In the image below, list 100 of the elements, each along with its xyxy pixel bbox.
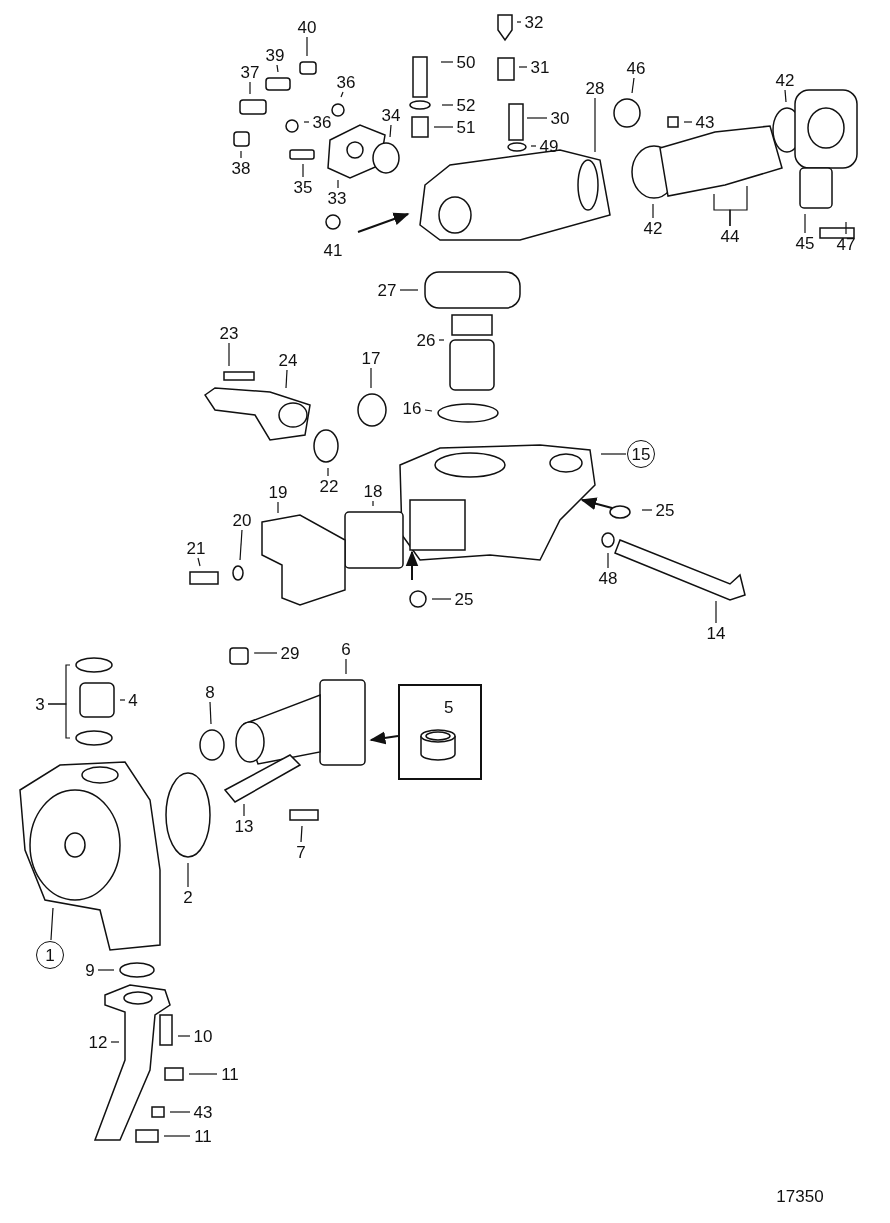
- callout-number: 18: [362, 481, 384, 501]
- callout-number: 7: [295, 842, 307, 862]
- callout-number: 41: [322, 240, 344, 260]
- leader-line: [340, 91, 344, 98]
- callout-number: 39: [264, 45, 286, 65]
- leader-line: [372, 500, 374, 507]
- leader-line: [431, 598, 452, 600]
- leader-line: [607, 552, 609, 569]
- callout-number: 52: [455, 95, 477, 115]
- callout-number: 31: [529, 57, 551, 77]
- leader-line: [276, 64, 279, 73]
- leader-line: [277, 501, 279, 514]
- callout-number: 32: [523, 12, 545, 32]
- leader-line: [399, 289, 419, 291]
- callout-number: 51: [455, 117, 477, 137]
- leader-line: [683, 121, 693, 123]
- callout-number: 45: [794, 233, 816, 253]
- leader-line: [516, 21, 522, 23]
- callout-number: 25: [453, 589, 475, 609]
- leader-line: [845, 221, 847, 235]
- callout-number: 9: [84, 960, 96, 980]
- callout-number: 24: [277, 350, 299, 370]
- callout-number: 36: [335, 72, 357, 92]
- callout-number: 4: [127, 690, 139, 710]
- callout-number: 36: [311, 112, 333, 132]
- leader-line: [530, 145, 537, 147]
- leader-line: [424, 409, 433, 412]
- callout-number: 49: [538, 136, 560, 156]
- leader-line: [187, 862, 189, 888]
- leader-line: [433, 126, 454, 128]
- callout-number: 42: [642, 218, 664, 238]
- drawing-number: 17350: [775, 1186, 825, 1206]
- callout-number: 6: [340, 639, 352, 659]
- leader-line: [327, 467, 329, 477]
- leader-line: [804, 213, 806, 234]
- leader-line: [600, 453, 627, 455]
- leader-line: [337, 179, 339, 189]
- leader-line: [285, 369, 288, 389]
- callout-number: 30: [549, 108, 571, 128]
- leader-line: [50, 907, 54, 941]
- leader-line: [715, 600, 717, 624]
- callout-number: 29: [279, 643, 301, 663]
- callout-number: 20: [231, 510, 253, 530]
- leader-line: [47, 703, 71, 739]
- callout-number: 40: [296, 17, 318, 37]
- leader-line: [518, 66, 528, 68]
- leader-line: [243, 803, 245, 817]
- callout-number: 5: [444, 698, 454, 718]
- callout-number: 11: [193, 1126, 213, 1146]
- leader-line: [594, 97, 596, 153]
- leader-line: [526, 117, 548, 119]
- callout-number: 11: [220, 1064, 240, 1084]
- callout-number: 13: [233, 816, 255, 836]
- leader-line: [239, 529, 243, 561]
- callout-number: 17: [360, 348, 382, 368]
- leader-line: [197, 557, 201, 567]
- leader-line: [652, 203, 654, 219]
- callout-number: 42: [774, 70, 796, 90]
- leader-line: [249, 81, 251, 95]
- callout-number: 33: [326, 188, 348, 208]
- callout-number: 19: [267, 482, 289, 502]
- leader-line: [119, 699, 126, 701]
- leader-line: [641, 509, 653, 511]
- callout-number: 22: [318, 476, 340, 496]
- callout-number: 25: [654, 500, 676, 520]
- callout-number: 16: [401, 398, 423, 418]
- leader-line: [188, 1073, 218, 1075]
- callout-number: 3: [34, 694, 46, 714]
- callout-number: 46: [625, 58, 647, 78]
- callout-number: 50: [455, 52, 477, 72]
- leader-line: [345, 658, 347, 675]
- callout-number: 23: [218, 323, 240, 343]
- leader-line: [306, 36, 308, 57]
- callout-number: 10: [192, 1026, 214, 1046]
- callout-number: 2: [182, 887, 194, 907]
- leader-line: [303, 121, 310, 123]
- callout-number: 34: [380, 105, 402, 125]
- callout-number: 38: [230, 158, 252, 178]
- callout-number: 47: [835, 234, 857, 254]
- callout-number: 12: [87, 1032, 109, 1052]
- leader-line: [389, 124, 392, 138]
- leader-line: [784, 89, 787, 103]
- callout-number: 21: [185, 538, 207, 558]
- inset-panel: [398, 684, 482, 780]
- callout-number: 43: [694, 112, 716, 132]
- leader-line: [729, 185, 748, 227]
- leader-line: [300, 825, 303, 843]
- leader-line: [228, 342, 230, 367]
- callout-number: 26: [415, 330, 437, 350]
- arrow: [369, 731, 399, 745]
- callout-number: 44: [719, 226, 741, 246]
- leader-line: [177, 1035, 191, 1037]
- leader-line: [441, 104, 454, 106]
- leader-line: [370, 367, 372, 389]
- callout-number: 27: [376, 280, 398, 300]
- leader-line: [440, 61, 454, 63]
- leader-line: [240, 150, 242, 159]
- callout-number: 43: [192, 1102, 214, 1122]
- leader-line: [209, 701, 212, 725]
- leader-line: [97, 969, 115, 971]
